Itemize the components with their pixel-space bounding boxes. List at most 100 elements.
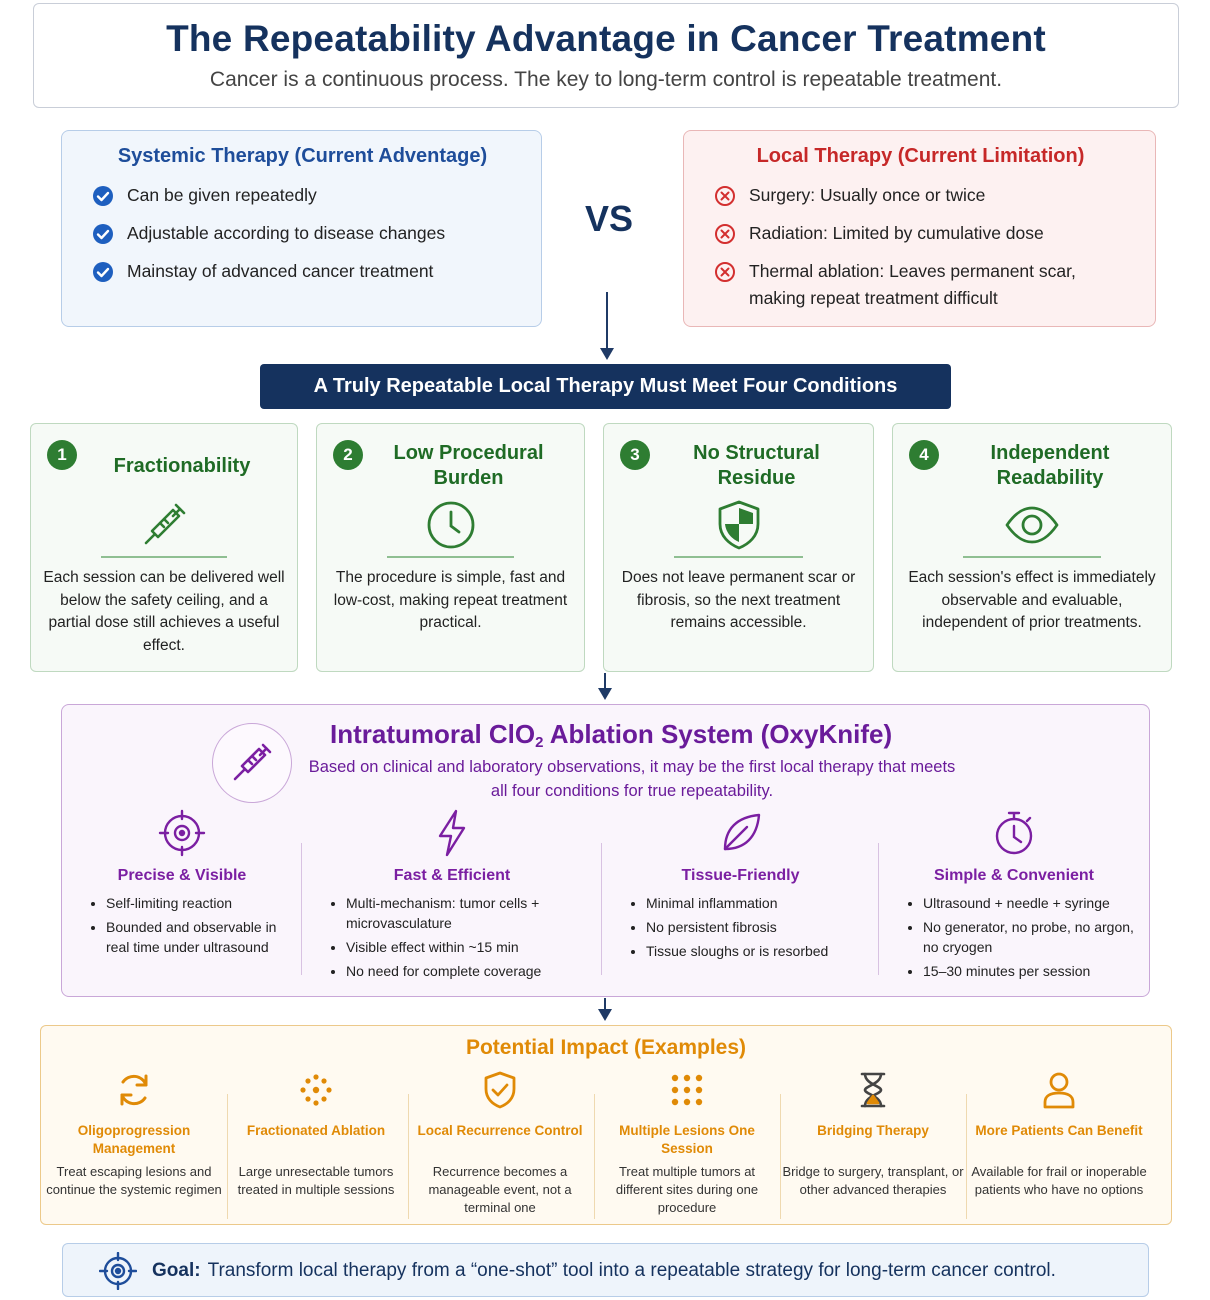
local-item-text: Surgery: Usually once or twice (749, 185, 986, 205)
oxyknife-title-part: Intratumoral ClO (330, 719, 536, 749)
condition-card-fractionability: 1 Fractionability Each session can be de… (30, 423, 298, 672)
check-circle-icon (93, 186, 113, 206)
condition-description: Does not leave permanent scar or fibrosi… (621, 569, 856, 631)
local-item: Thermal ablation: Leaves permanent scar,… (714, 258, 1127, 312)
shield-icon (718, 500, 759, 550)
divider (387, 556, 514, 558)
oxyknife-badge (212, 723, 292, 803)
impact-item-more-patients: More Patients Can Benefit Available for … (966, 1070, 1152, 1220)
goal-bar: Goal: Transform local therapy from a “one… (62, 1243, 1149, 1297)
condition-number: 1 (47, 440, 77, 470)
arrow-head-icon (598, 1009, 612, 1021)
arrow-head-icon (600, 348, 614, 360)
oxyknife-panel: Intratumoral ClO2 Ablation System (OxyKn… (61, 704, 1150, 997)
goal-text: Goal: Transform local therapy from a “one… (152, 1244, 1056, 1298)
conditions-banner: A Truly Repeatable Local Therapy Must Me… (260, 364, 951, 409)
impact-title: Potential Impact (Examples) (465, 1036, 747, 1059)
connector-arrow (606, 292, 608, 350)
impact-item-title: Local Recurrence Control (417, 1123, 583, 1138)
target-icon (99, 1252, 137, 1290)
oxyknife-title-subscript: 2 (535, 734, 544, 751)
condition-card-low-procedural-burden: 2 Low Procedural Burden The procedure is… (316, 423, 585, 672)
clock-icon (427, 501, 474, 549)
feature-simple-convenient: Simple & Convenient Ultrasound + needle … (879, 805, 1149, 985)
feature-item: Minimal inflammation (646, 893, 871, 913)
feature-fast-efficient: Fast & Efficient Multi-mechanism: tumor … (302, 805, 602, 985)
shield-check-icon (484, 1071, 516, 1109)
feature-item: No need for complete coverage (346, 961, 594, 981)
divider (227, 1094, 228, 1219)
connector-arrow (604, 998, 606, 1010)
impact-item-local-recurrence: Local Recurrence Control Recurrence beco… (407, 1070, 593, 1220)
target-icon (158, 809, 206, 857)
local-item-text: Thermal ablation: Leaves permanent scar,… (749, 261, 1076, 308)
condition-title: Fractionability (113, 454, 251, 477)
eye-icon (1005, 506, 1059, 544)
feature-item: Tissue sloughs or is resorbed (646, 941, 871, 961)
goal-label: Goal: (152, 1260, 201, 1281)
vs-label: VS (584, 198, 634, 239)
feature-item: No persistent fibrosis (646, 917, 871, 937)
feature-item: Self-limiting reaction (106, 893, 294, 913)
divider (101, 556, 227, 558)
syringe-icon (144, 503, 186, 545)
syringe-icon (233, 743, 272, 781)
impact-item-oligoprogression: Oligoprogression Management Treat escapi… (41, 1070, 227, 1220)
check-circle-icon (93, 224, 113, 244)
divider (780, 1094, 781, 1219)
page-title: The Repeatability Advantage in Cancer Tr… (166, 18, 1046, 59)
condition-card-no-structural-residue: 3 No Structural Residue Does not leave p… (603, 423, 874, 672)
arrow-head-icon (598, 688, 612, 700)
impact-item-title: Bridging Therapy (817, 1123, 929, 1138)
condition-description: The procedure is simple, fast and low-co… (333, 569, 568, 631)
impact-item-fractionated-ablation: Fractionated Ablation Large unresectable… (223, 1070, 409, 1220)
feature-item: Multi-mechanism: tumor cells + microvasc… (346, 893, 594, 933)
impact-item-title: Fractionated Ablation (246, 1123, 386, 1138)
impact-panel: Potential Impact (Examples) Oligoprogres… (40, 1025, 1172, 1225)
feature-item: Visible effect within ~15 min (346, 937, 594, 957)
oxyknife-title: Intratumoral ClO2 Ablation System (OxyKn… (330, 719, 892, 751)
divider (601, 843, 602, 975)
impact-item-bridging-therapy: Bridging Therapy Bridge to surgery, tran… (780, 1070, 966, 1220)
condition-number: 4 (909, 440, 939, 470)
feature-title: Tissue-Friendly (681, 867, 800, 884)
leaf-icon (723, 813, 760, 851)
impact-item-title: Oligoprogression Management (77, 1123, 191, 1156)
condition-number: 2 (333, 440, 363, 470)
dots-grid-icon (671, 1074, 703, 1106)
systemic-item: Mainstay of advanced cancer treatment (92, 258, 513, 285)
feature-item: Bounded and observable in real time unde… (106, 917, 294, 957)
systemic-item: Can be given repeatedly (92, 182, 513, 209)
systemic-item-text: Mainstay of advanced cancer treatment (127, 261, 434, 281)
feature-title: Simple & Convenient (933, 867, 1095, 884)
divider (674, 556, 803, 558)
refresh-icon (120, 1074, 148, 1106)
local-therapy-title: Local Therapy (Current Limitation) (756, 145, 1085, 167)
condition-description: Each session can be delivered well below… (43, 569, 285, 654)
goal-statement: Transform local therapy from a “one-shot… (207, 1260, 1056, 1281)
feature-title: Fast & Efficient (393, 867, 511, 884)
condition-title: No Structural Residue (693, 442, 820, 489)
page-subtitle: Cancer is a continuous process. The key … (209, 68, 1003, 91)
hourglass-icon (860, 1072, 886, 1108)
local-item: Surgery: Usually once or twice (714, 182, 1127, 209)
systemic-item-text: Can be given repeatedly (127, 185, 317, 205)
feature-precise-visible: Precise & Visible Self-limiting reaction… (62, 805, 302, 985)
local-item: Radiation: Limited by cumulative dose (714, 220, 1127, 247)
impact-item-multiple-lesions: Multiple Lesions One Session Treat multi… (594, 1070, 780, 1220)
systemic-therapy-box: Systemic Therapy (Current Adventage) Can… (61, 130, 542, 327)
condition-title: Independent Readability (990, 442, 1110, 489)
condition-description: Each session's effect is immediately obs… (908, 569, 1156, 631)
impact-item-description: Large unresectable tumors treated in mul… (237, 1164, 395, 1197)
impact-item-description: Bridge to surgery, transplant, or other … (782, 1164, 964, 1197)
systemic-item: Adjustable according to disease changes (92, 220, 513, 247)
x-circle-icon (715, 262, 735, 282)
condition-number: 3 (620, 440, 650, 470)
feature-title: Precise & Visible (117, 867, 247, 884)
lightning-icon (438, 809, 466, 857)
impact-item-title: More Patients Can Benefit (975, 1123, 1143, 1138)
stopwatch-icon (995, 811, 1033, 855)
header: The Repeatability Advantage in Cancer Tr… (33, 3, 1179, 108)
impact-item-title: Multiple Lesions One Session (619, 1123, 755, 1156)
dots-cluster-icon (300, 1074, 332, 1106)
